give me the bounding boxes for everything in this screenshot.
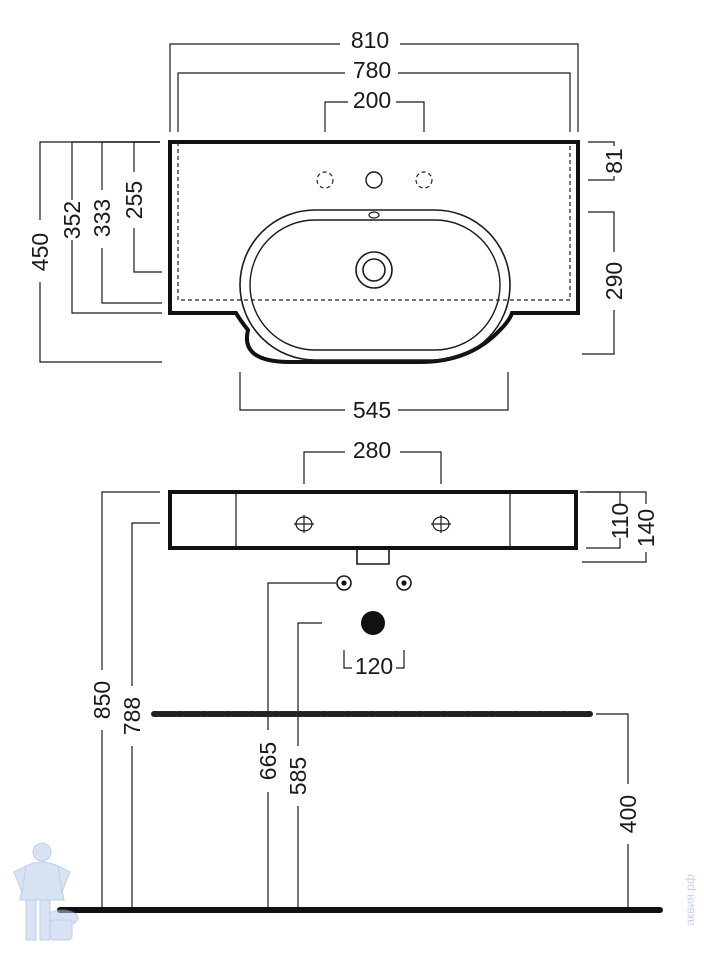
dim-140-label: 140 [633, 509, 659, 547]
drain-inner [362, 258, 386, 282]
basin-inner-dashed [177, 142, 571, 301]
dim-780-label: 780 [353, 57, 391, 83]
dim-280-left [303, 451, 345, 484]
supply-point-left [336, 575, 352, 591]
dim-850-line [101, 491, 160, 908]
mount-hole-left [294, 515, 314, 533]
tap-hole-left [316, 171, 334, 189]
basin-outline-front [168, 490, 578, 550]
drain-outer [355, 251, 393, 289]
drain-stub [356, 550, 390, 565]
dim-780-right [398, 72, 571, 132]
dim-788-line [131, 522, 160, 908]
dim-200-right [396, 101, 425, 132]
dim-352-label: 352 [59, 201, 85, 239]
dim-545-left [239, 372, 345, 411]
front-view: 280 110 140 120 850 788 66 [57, 437, 663, 913]
bowl-inner-rim [249, 219, 501, 351]
dim-110-label: 110 [607, 503, 633, 540]
drain-outlet [361, 611, 385, 635]
watermark-text: аквия.рф [683, 874, 697, 926]
dim-810-label: 810 [351, 27, 389, 53]
dim-290-label: 290 [601, 262, 627, 300]
dim-585-line [297, 622, 322, 908]
dim-400-label: 400 [615, 795, 641, 833]
dim-120-right [396, 650, 405, 669]
dim-665-line [267, 582, 336, 908]
dim-120-left [343, 650, 352, 669]
dim-352-line [71, 141, 162, 314]
tap-hole-center [365, 171, 383, 189]
dim-850-label: 850 [89, 681, 115, 719]
dim-280-right [400, 451, 442, 484]
dim-81-label: 81 [601, 148, 627, 174]
mount-hole-right [431, 515, 451, 533]
dim-665-label: 665 [255, 742, 281, 780]
tap-hole-right [415, 171, 433, 189]
dim-810-left [169, 43, 340, 132]
dim-788-label: 788 [119, 697, 145, 735]
dim-780-left [177, 72, 345, 132]
dim-585-label: 585 [285, 757, 311, 795]
dim-200-left [324, 101, 348, 132]
bowl-outer-rim [239, 209, 511, 361]
dim-545-right [398, 372, 509, 411]
supply-point-right [396, 575, 412, 591]
dim-810-right [400, 43, 579, 132]
dim-450-line [39, 141, 162, 363]
dim-255-label: 255 [121, 181, 147, 219]
dim-200-label: 200 [353, 87, 391, 113]
overflow-hole [368, 211, 380, 219]
dim-280-label: 280 [353, 437, 391, 463]
dim-120-label: 120 [355, 653, 393, 679]
dim-545-label: 545 [353, 397, 391, 423]
top-view: 810 780 200 450 352 333 255 81 290 545 [27, 27, 627, 423]
dim-450-label: 450 [27, 233, 53, 271]
dim-333-label: 333 [89, 199, 115, 237]
plumber-mascot-logo [13, 842, 79, 941]
